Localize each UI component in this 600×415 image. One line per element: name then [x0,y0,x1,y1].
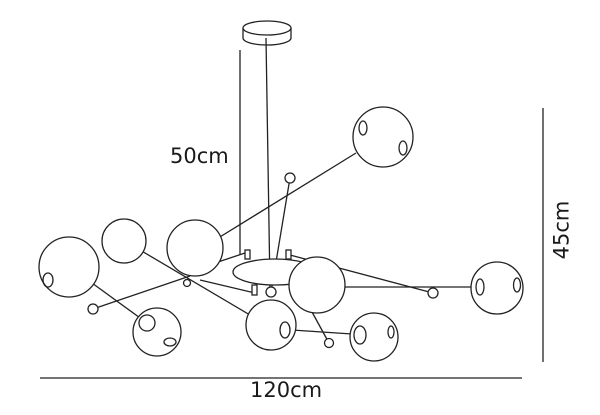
height-label: 45cm [549,200,574,260]
width-label: 120cm [250,378,323,402]
globe [38,236,100,298]
globe [349,312,399,362]
globe [132,307,182,357]
globe [470,261,524,315]
globes [38,106,524,362]
globe [288,256,346,314]
globe [101,218,147,264]
ceiling-canopy [242,20,292,46]
globe [166,219,224,277]
drop-label: 50cm [170,144,229,168]
end-caps [87,172,439,349]
globe [352,106,414,168]
suspension-rod [265,37,271,289]
